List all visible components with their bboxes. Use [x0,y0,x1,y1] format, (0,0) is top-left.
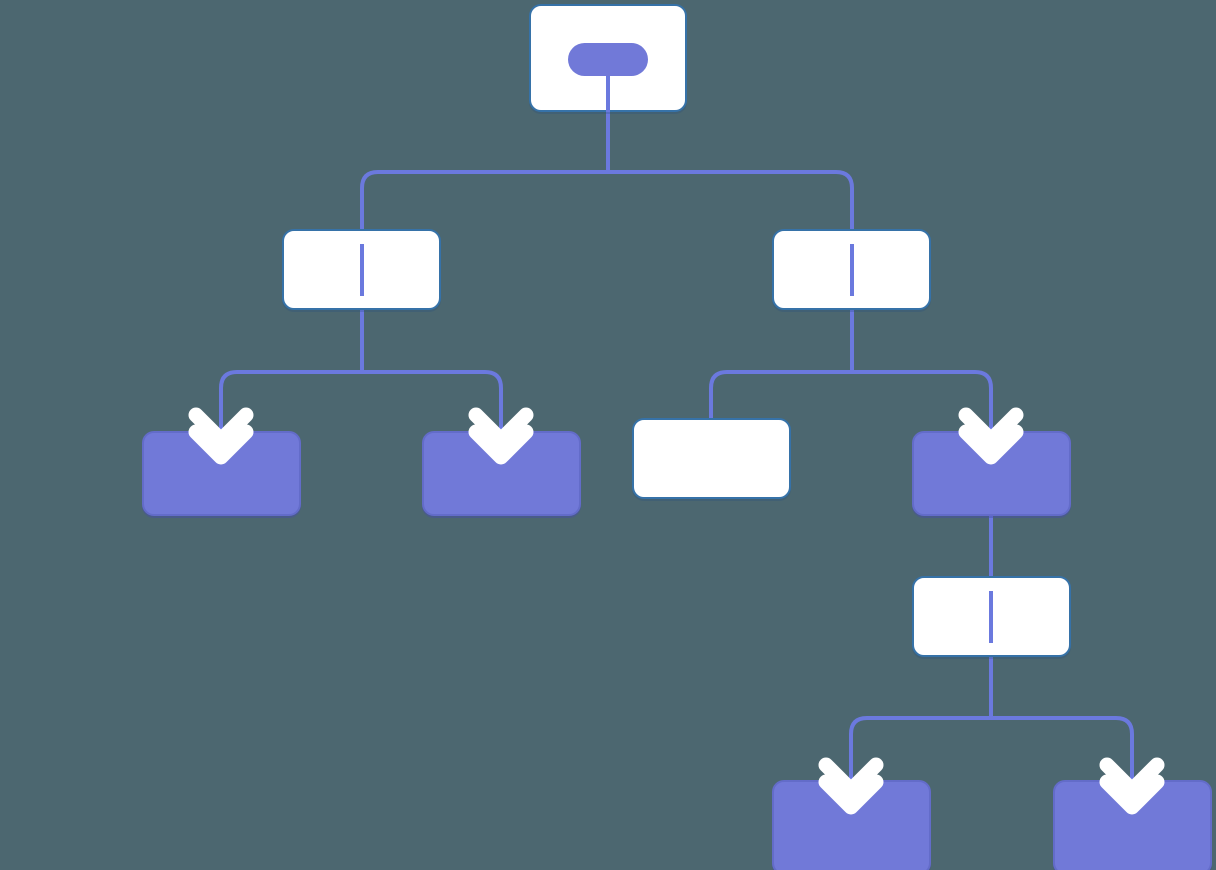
node-level2-right-b[interactable] [912,431,1071,516]
edge-l1-to-l2b [362,370,503,436]
node-level2-right-a[interactable] [632,418,791,499]
node-level2-left-a[interactable] [142,431,301,516]
node-level2-left-b[interactable] [422,431,581,516]
node-level1-right[interactable] [772,229,931,310]
edge-root-left-branch [360,170,608,232]
edge-r1-to-r2a [709,370,852,422]
node-level4-left[interactable] [772,780,931,870]
root-pill-badge [568,43,648,76]
edge-r3-to-r4a [849,716,991,786]
edge-root-right-branch [608,170,854,232]
edge-r3-to-r4b [991,716,1134,786]
edge-r1-to-r2b [852,370,993,436]
node-level3-right[interactable] [912,576,1071,657]
edge-l1-to-l2a [219,370,362,436]
node-level4-right[interactable] [1053,780,1212,870]
node-level1-left[interactable] [282,229,441,310]
